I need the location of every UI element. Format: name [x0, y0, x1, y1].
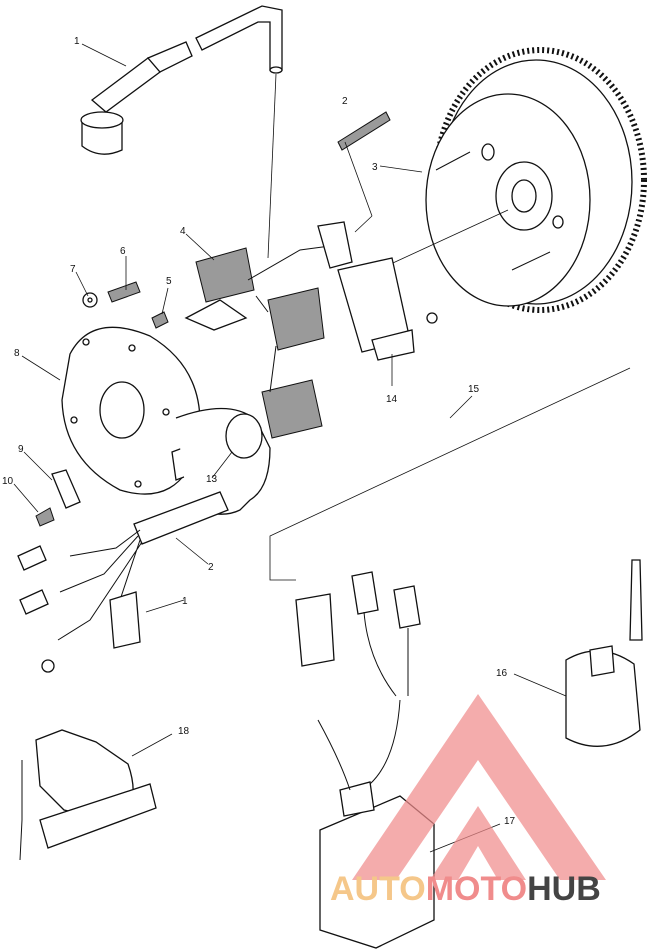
harness-grommet [17, 407, 271, 673]
rotor-screw [337, 111, 391, 233]
pickup-coil [317, 221, 438, 386]
watermark-logo: AUTOMOTOHUB [330, 694, 606, 908]
stator-screws [82, 281, 169, 329]
callout-4: 4 [180, 226, 186, 237]
callout-7: 7 [70, 264, 76, 275]
watermark-auto: AUTO [330, 870, 426, 908]
ignition-coil [565, 559, 643, 747]
flywheel [381, 47, 647, 313]
wire-clamp [35, 469, 81, 527]
callout-8: 8 [14, 348, 20, 359]
callout-14: 14 [386, 394, 398, 405]
callout-3: 3 [372, 162, 378, 173]
starter-relay [19, 729, 173, 861]
callout-9: 9 [18, 444, 24, 455]
callout-18: 18 [178, 726, 190, 737]
stator-coils [184, 245, 331, 439]
callout-6: 6 [120, 246, 126, 257]
stator-base-plate [61, 326, 201, 495]
callout-17: 17 [504, 816, 516, 827]
callout-13: 13 [206, 474, 218, 485]
watermark-moto: MOTO [426, 870, 527, 908]
callout-2-secondary: 2 [208, 562, 214, 573]
callout-1-secondary: 1 [182, 596, 188, 607]
watermark-text: AUTOMOTOHUB [330, 870, 601, 908]
watermark-hub: HUB [527, 870, 601, 908]
callout-1: 1 [74, 36, 80, 47]
callout-labels: 1 1 2 2 3 4 5 6 7 8 9 10 13 14 15 16 17 … [2, 36, 516, 827]
callout-2: 2 [342, 96, 348, 107]
callout-10: 10 [2, 476, 14, 487]
callout-5: 5 [166, 276, 172, 287]
spark-plug-cap [80, 5, 283, 155]
callout-15: 15 [468, 384, 480, 395]
triangle-m-logo-icon [352, 694, 606, 880]
callout-16: 16 [496, 668, 508, 679]
